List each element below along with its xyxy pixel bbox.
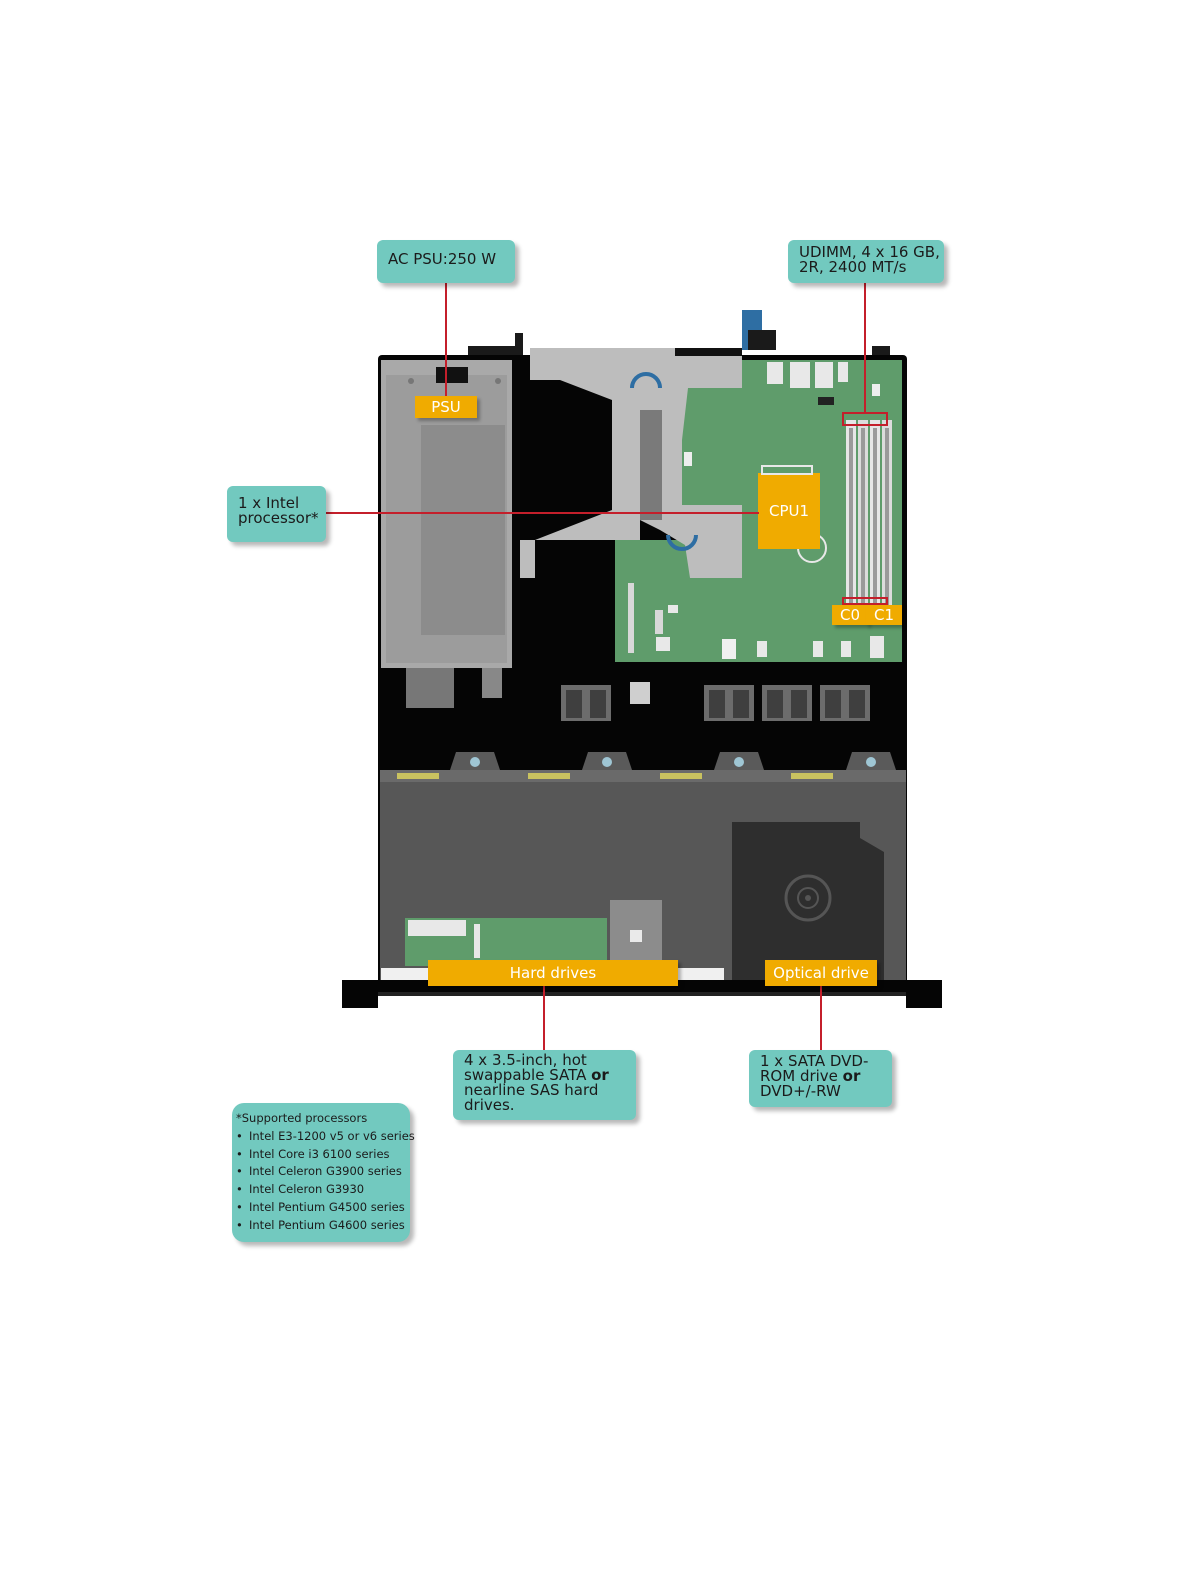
- list-item: •Intel Celeron G3930: [236, 1181, 406, 1199]
- list-item: •Intel Celeron G3900 series: [236, 1163, 406, 1181]
- hard-drives-callout-line-4: drives.: [464, 1098, 626, 1113]
- dimm-slots: [843, 413, 892, 618]
- psu-callout: AC PSU:250 W: [377, 240, 515, 283]
- list-item: •Intel Pentium G4500 series: [236, 1199, 406, 1217]
- memory-callout: UDIMM, 4 x 16 GB, 2R, 2400 MT/s: [788, 240, 944, 283]
- list-item: •Intel E3-1200 v5 or v6 series: [236, 1128, 406, 1146]
- optical-callout-line-3: DVD+/-RW: [760, 1084, 882, 1099]
- psu-callout-text: AC PSU:250 W: [388, 252, 505, 267]
- drive-bay: [380, 770, 906, 988]
- list-item: •Intel Core i3 6100 series: [236, 1146, 406, 1164]
- hard-drives-leader-line: [543, 985, 545, 1050]
- memory-leader-line: [864, 283, 866, 414]
- processor-leader-line: [326, 512, 759, 514]
- cpu-tag: CPU1: [758, 500, 820, 522]
- supported-processors-list: •Intel E3-1200 v5 or v6 series •Intel Co…: [236, 1128, 406, 1235]
- optical-drive-callout: 1 x SATA DVD- ROM drive or DVD+/-RW: [749, 1050, 892, 1107]
- hard-drives-callout: 4 x 3.5-inch, hot swappable SATA or near…: [453, 1050, 636, 1120]
- psu-tag: PSU: [415, 396, 477, 418]
- hard-drives-tag: Hard drives: [428, 960, 678, 986]
- processor-callout-line-2: processor*: [238, 511, 316, 526]
- supported-processors-title: *Supported processors: [236, 1110, 406, 1128]
- memory-callout-line-2: 2R, 2400 MT/s: [799, 260, 934, 275]
- supported-processors-note: *Supported processors •Intel E3-1200 v5 …: [232, 1103, 410, 1242]
- optical-leader-line: [820, 985, 822, 1050]
- psu-leader-line: [445, 283, 447, 401]
- processor-callout: 1 x Intel processor*: [227, 486, 326, 542]
- list-item: •Intel Pentium G4600 series: [236, 1217, 406, 1235]
- optical-drive-tag: Optical drive: [765, 960, 877, 986]
- system-fans: [561, 682, 870, 721]
- dimm-slot-tag-c1: C1: [866, 605, 902, 625]
- dimm-slot-tag-c0: C0: [832, 605, 868, 625]
